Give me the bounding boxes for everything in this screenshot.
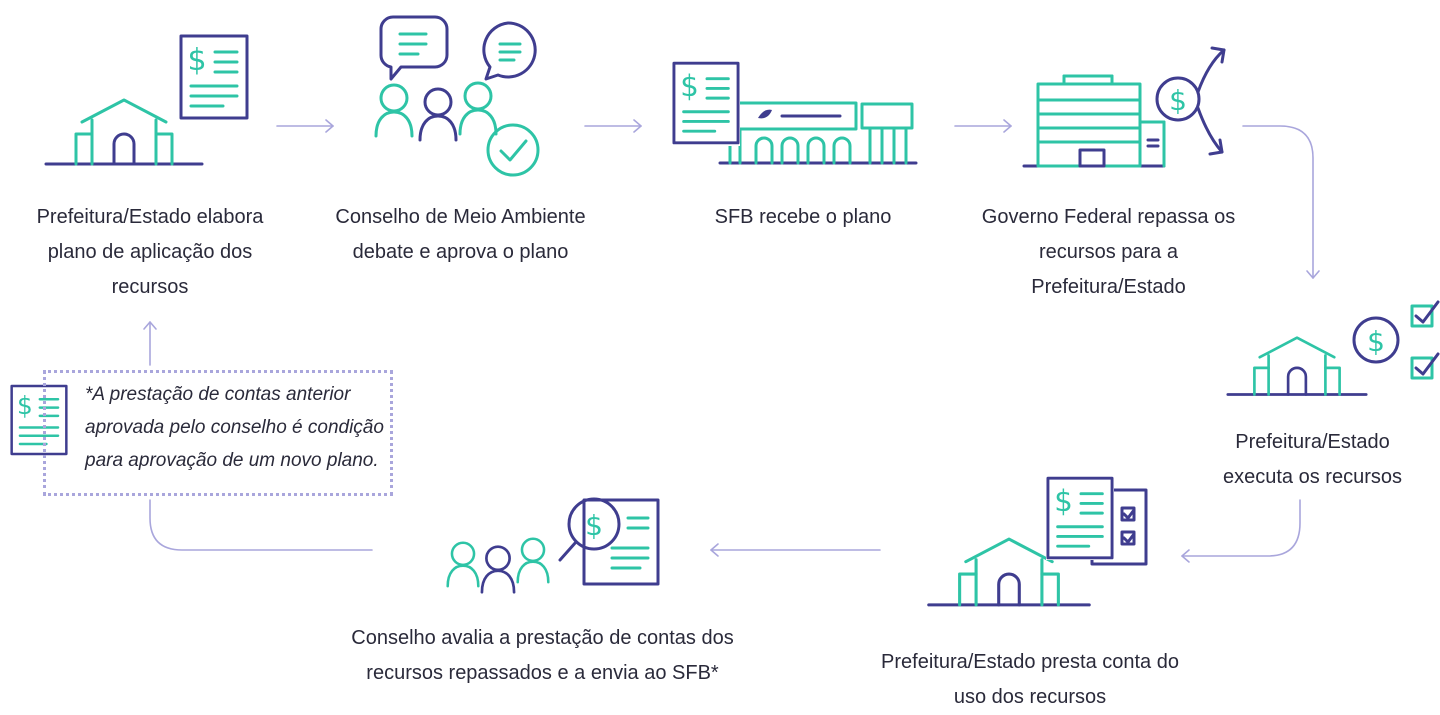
document-money-icon: [10, 380, 68, 460]
step-4-line-2: recursos para a: [1039, 241, 1178, 263]
flow-arrow-2-3: [584, 119, 642, 133]
step-7-caption: Conselho avalia a prestação de contas do…: [320, 621, 765, 691]
note-line-1: *A prestação de contas anterior: [85, 384, 351, 405]
house-money-checklist-icon: $: [1226, 300, 1440, 396]
step-4-line-1: Governo Federal repassa os: [981, 206, 1236, 228]
house-document-icon: [44, 34, 249, 166]
step-2-line-1: Conselho de Meio Ambiente: [335, 206, 586, 228]
step-7-line-2: recursos repassados e a envia ao SFB*: [366, 662, 719, 684]
note-text: *A prestação de contas anterior aprovada…: [85, 378, 385, 477]
note-line-2: aprovada pelo conselho é condição: [85, 417, 384, 438]
flow-arrow-7-1: [143, 321, 373, 551]
step-5-caption: Prefeitura/Estado executa os recursos: [1210, 425, 1415, 495]
step-7-line-1: Conselho avalia a prestação de contas do…: [351, 627, 734, 649]
step-5-line-2: executa os recursos: [1223, 466, 1402, 488]
step-2-caption: Conselho de Meio Ambiente debate e aprov…: [318, 200, 603, 270]
step-3-line-1: SFB recebe o plano: [714, 206, 892, 228]
council-approval-icon: [374, 15, 540, 177]
flow-arrow-6-7: [710, 543, 881, 557]
flow-arrow-4-5: [1242, 125, 1320, 279]
step-4-caption: Governo Federal repassa os recursos para…: [966, 200, 1251, 305]
step-1-line-1: Prefeitura/Estado elabora: [36, 206, 264, 228]
sfb-building-document-icon: [672, 60, 918, 165]
step-6-line-2: uso dos recursos: [953, 686, 1107, 708]
federal-building-transfer-icon: $: [1022, 46, 1226, 168]
note-line-3: para aprovação de um novo plano.: [85, 450, 379, 471]
svg-text:$: $: [1367, 325, 1385, 358]
step-6-caption: Prefeitura/Estado presta conta do uso do…: [850, 645, 1210, 715]
step-2-line-2: debate e aprova o plano: [352, 241, 569, 263]
step-1-caption: Prefeitura/Estado elabora plano de aplic…: [20, 200, 280, 305]
flow-arrow-1-2: [276, 119, 334, 133]
svg-text:$: $: [1169, 84, 1187, 117]
step-1-line-3: recursos: [111, 276, 189, 298]
svg-text:$: $: [585, 509, 603, 542]
step-3-caption: SFB recebe o plano: [688, 200, 918, 235]
house-report-icon: [927, 476, 1148, 607]
step-5-line-1: Prefeitura/Estado: [1235, 431, 1390, 453]
council-review-icon: $: [446, 497, 660, 594]
step-4-line-3: Prefeitura/Estado: [1031, 276, 1186, 298]
flow-arrow-5-6: [1181, 499, 1301, 563]
step-6-line-1: Prefeitura/Estado presta conta do: [881, 651, 1179, 673]
step-1-line-2: plano de aplicação dos: [47, 241, 253, 263]
flow-arrow-3-4: [954, 119, 1012, 133]
note-box: [43, 370, 393, 496]
